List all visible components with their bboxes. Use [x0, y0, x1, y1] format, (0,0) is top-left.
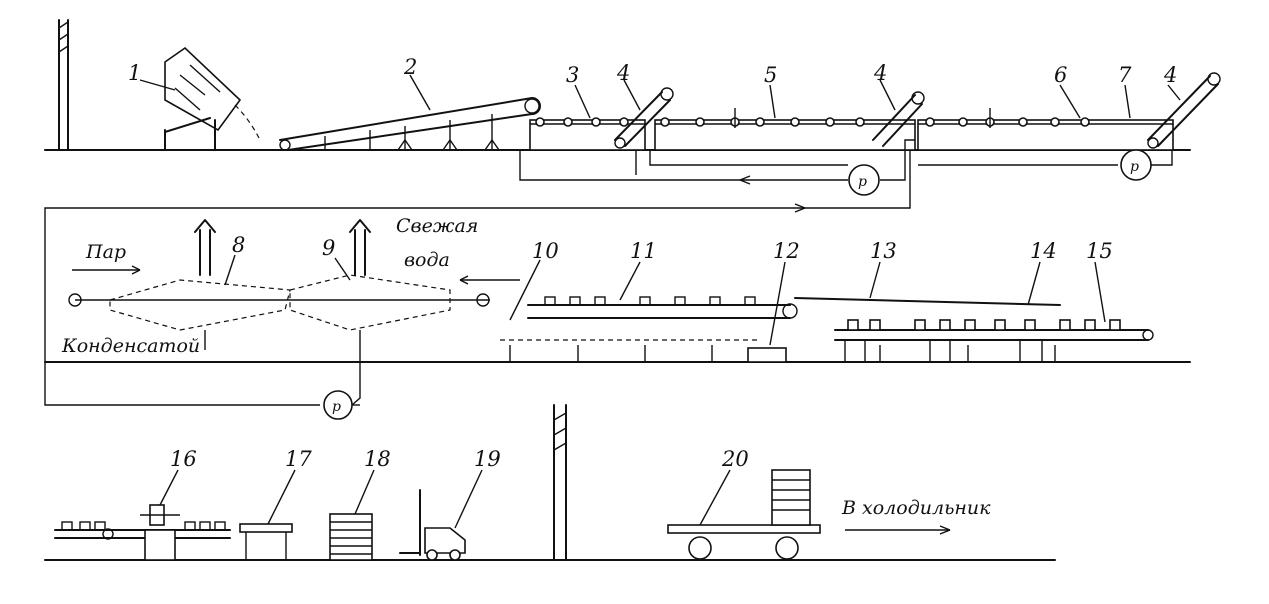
elevator-4b [872, 91, 925, 147]
label-14: 14 [1030, 239, 1057, 263]
label-4c: 4 [1163, 63, 1177, 87]
label-16: 16 [170, 447, 197, 471]
elevator-4a [614, 87, 674, 149]
washer-tank-6 [917, 108, 1174, 151]
elevator-4c [1147, 72, 1221, 149]
word-labels: Пар Свежая вода Конденсатой В холодильни… [61, 215, 991, 519]
stack-18 [329, 513, 373, 561]
pump-p2: p [1120, 149, 1152, 181]
label-4b: 4 [873, 61, 887, 85]
label-18: 18 [364, 447, 391, 471]
pump-label: p [1130, 159, 1139, 175]
number-labels: 1 2 3 4 5 4 6 7 4 8 9 10 11 12 13 14 15 … [128, 55, 1177, 471]
steam-arrow [72, 265, 141, 275]
filling-line-13-14-15 [794, 297, 1154, 363]
washer-tank-3 [529, 117, 646, 151]
cooler-9 [289, 219, 490, 406]
label-3: 3 [566, 63, 579, 87]
steam-label: Пар [85, 241, 126, 263]
to-fridge-label: В холодильник [841, 497, 991, 519]
to-fridge-arrow [845, 525, 951, 535]
row3-line [44, 404, 1056, 561]
dumping-box-1 [164, 46, 261, 151]
table-17 [239, 523, 293, 560]
trolley-20 [667, 469, 821, 560]
label-13: 13 [870, 239, 897, 263]
label-7: 7 [1118, 63, 1132, 87]
pump-p1: p [848, 164, 880, 196]
label-1: 1 [128, 61, 141, 85]
label-5: 5 [764, 63, 777, 87]
label-2: 2 [403, 55, 417, 79]
label-4a: 4 [616, 61, 630, 85]
washer-tank-5 [654, 108, 916, 151]
fresh-water-arrow [459, 275, 520, 285]
label-10: 10 [532, 239, 559, 263]
label-15: 15 [1086, 239, 1113, 263]
label-8: 8 [232, 233, 245, 257]
label-19: 19 [474, 447, 501, 471]
label-12: 12 [773, 239, 800, 263]
pump-label: p [858, 174, 867, 190]
pump-p3: p [323, 390, 360, 420]
blancher-8 [68, 219, 291, 350]
label-9: 9 [322, 236, 335, 260]
leader-lines [139, 74, 1181, 529]
label-11: 11 [630, 239, 657, 263]
fresh-water-label-line1: Свежая [396, 215, 478, 237]
sorting-conveyor-10-11 [500, 296, 798, 363]
condensate-label: Конденсатой [61, 335, 200, 357]
inclined-conveyor-2 [279, 97, 541, 151]
pump-label: p [332, 399, 341, 415]
label-20: 20 [721, 447, 749, 471]
label-17: 17 [285, 447, 312, 471]
fresh-water-label-line2: вода [404, 249, 450, 271]
label-6: 6 [1054, 63, 1067, 87]
sealing-machine-16 [54, 504, 231, 561]
row1-piping [44, 139, 1190, 406]
forklift-19 [399, 489, 466, 561]
